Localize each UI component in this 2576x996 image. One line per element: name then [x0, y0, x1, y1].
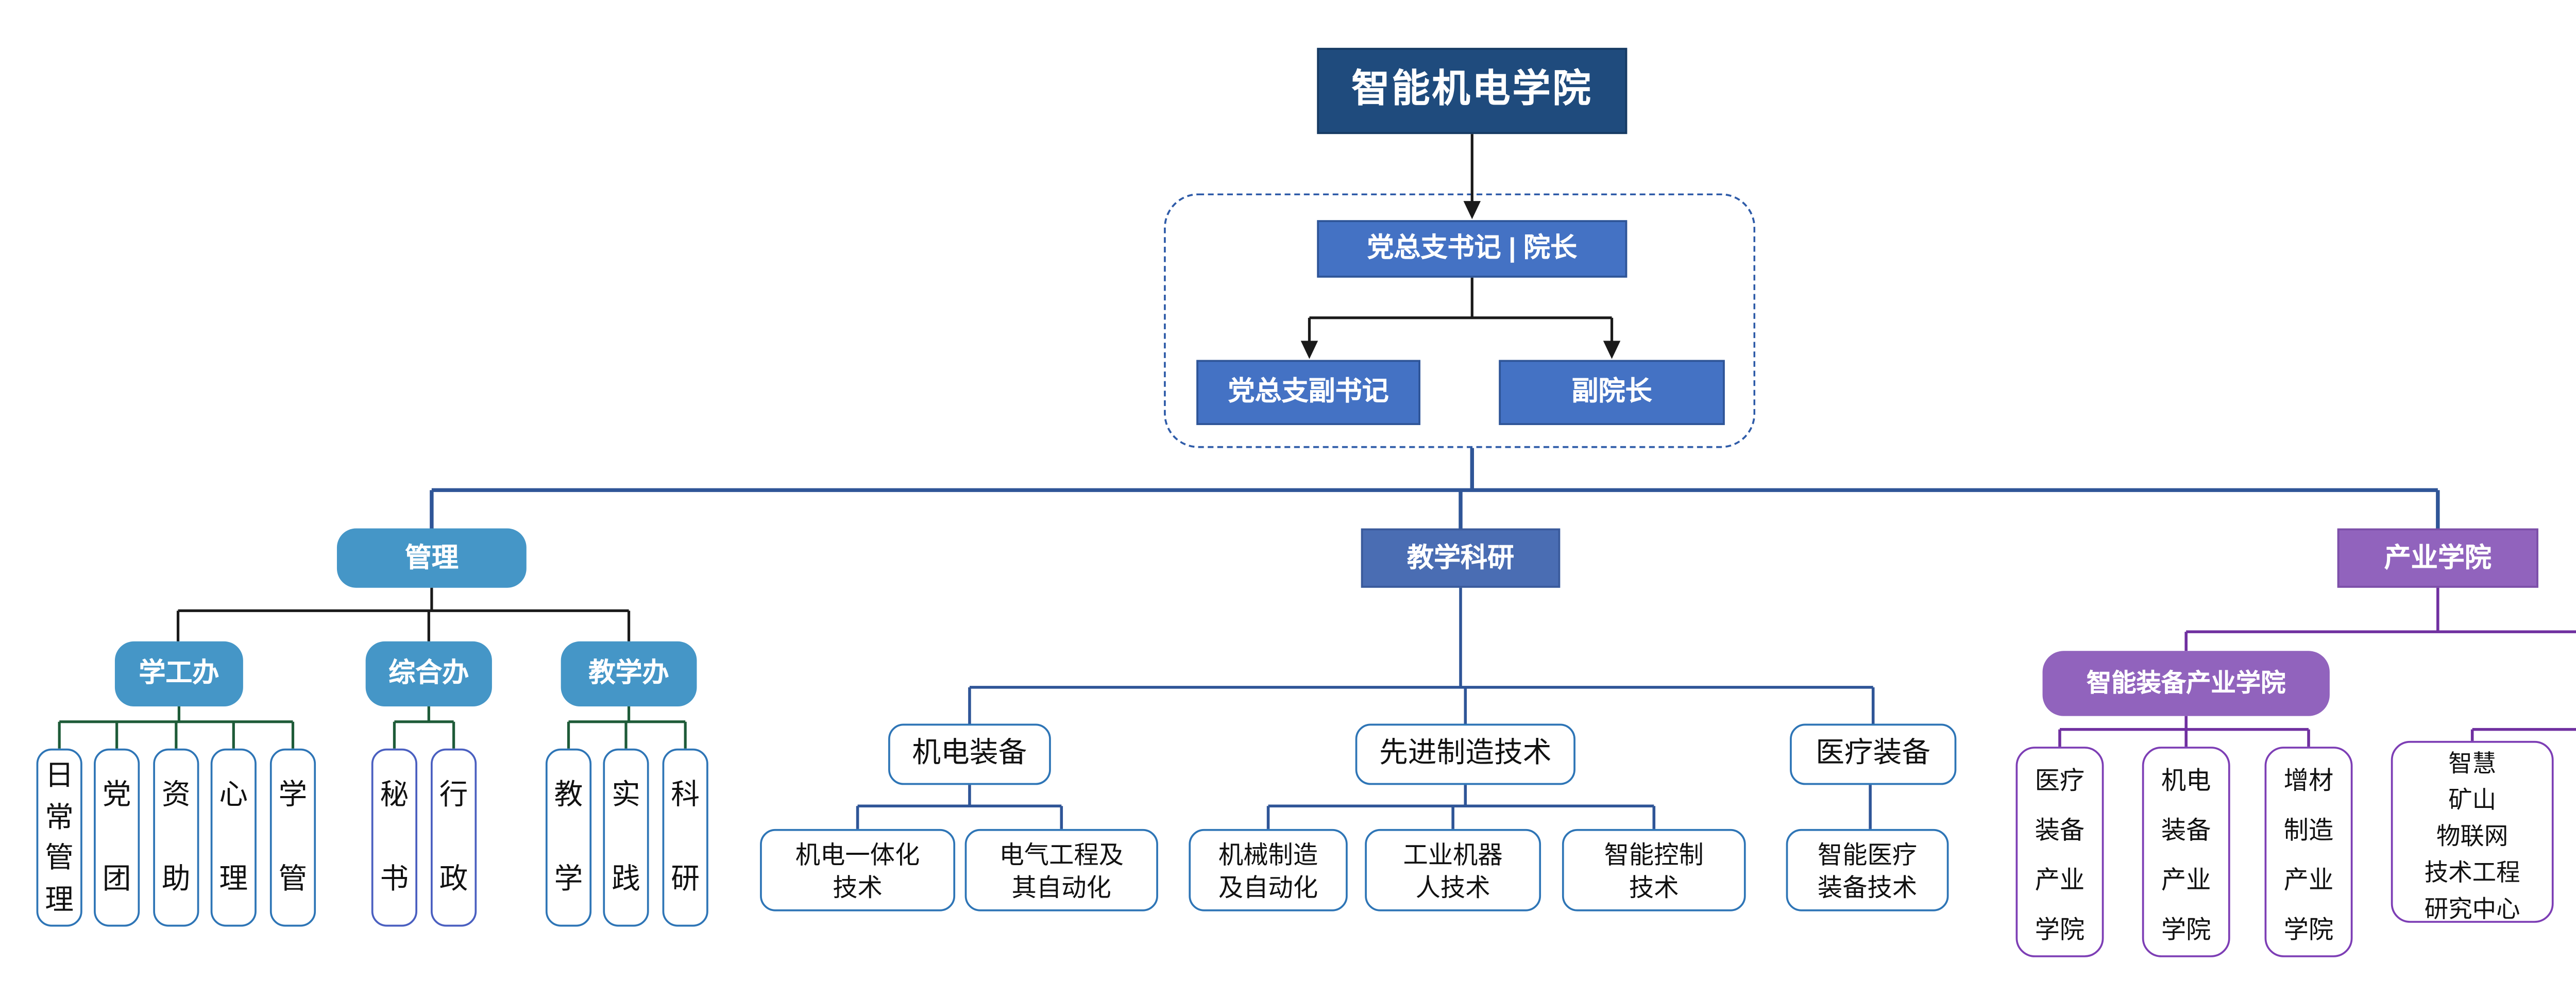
arrowheads [1300, 201, 1621, 359]
unit-mechatronic-equipment-industry-college: 机电 装备 产业 学院 [2142, 747, 2230, 957]
major-industrial-robot-technology: 工业机器 人技术 [1365, 829, 1541, 911]
node-party-secretary-dean: 党总支书记 | 院长 [1317, 220, 1628, 278]
unit-medical-equipment-industry-college: 医疗 装备 产业 学院 [2015, 747, 2104, 957]
branch-teaching-research: 教学科研 [1361, 528, 1561, 588]
major-intelligent-control-technology: 智能控制 技术 [1562, 829, 1746, 911]
office-general-affairs: 综合办 [365, 641, 492, 707]
unit-administration: 行政 [431, 748, 477, 927]
unit-student-management: 学管 [269, 748, 316, 927]
unit-daily-management: 日常管理 [36, 748, 82, 927]
major-electrical-engineering-automation: 电气工程及 其自动化 [964, 829, 1158, 911]
unit-scientific-research: 科研 [662, 748, 708, 927]
subcollege-intelligent-equipment-industry: 智能装备产业学院 [2042, 651, 2330, 716]
purple-connectors [2058, 587, 2576, 747]
office-student-affairs: 学工办 [114, 641, 243, 707]
green-connectors [58, 706, 687, 749]
office-teaching-affairs: 教学办 [561, 641, 697, 707]
unit-party-youth-league: 党团 [94, 748, 140, 927]
group-advanced-manufacturing: 先进制造技术 [1355, 723, 1575, 785]
black-connectors [176, 134, 1614, 642]
branch-management: 管理 [336, 528, 527, 588]
unit-financial-aid: 资助 [153, 748, 199, 927]
unit-teaching: 教学 [545, 748, 592, 927]
node-deputy-party-secretary: 党总支副书记 [1196, 360, 1420, 425]
major-machinery-manufacturing-automation: 机械制造 及自动化 [1189, 829, 1348, 911]
unit-additive-manufacturing-industry-college: 增材 制造 产业 学院 [2264, 747, 2353, 957]
group-mechatronic-equipment: 机电装备 [888, 723, 1051, 785]
node-vice-dean: 副院长 [1499, 360, 1725, 425]
unit-secretary: 秘书 [371, 748, 418, 927]
blue-connectors [430, 448, 2440, 829]
unit-psychology: 心理 [210, 748, 257, 927]
major-mechatronics-technology: 机电一体化 技术 [760, 829, 956, 911]
node-college-root: 智能机电学院 [1317, 47, 1628, 134]
unit-practice: 实践 [603, 748, 649, 927]
leadership-group-outline [1164, 193, 1756, 448]
major-intelligent-medical-equipment-technology: 智能医疗 装备技术 [1786, 829, 1949, 911]
unit-smart-mine-iot-engineering-center: 智慧 矿山 物联网 技术工程 研究中心 [2391, 740, 2554, 923]
branch-industry-college: 产业学院 [2337, 528, 2538, 588]
group-medical-equipment: 医疗装备 [1790, 723, 1957, 785]
